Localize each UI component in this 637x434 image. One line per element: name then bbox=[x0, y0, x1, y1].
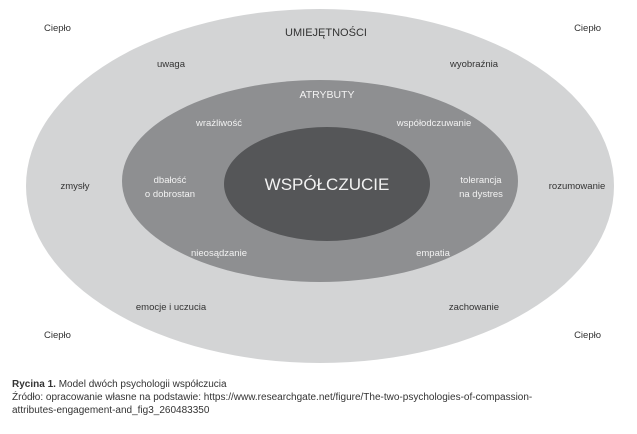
corner-label: Ciepło bbox=[44, 330, 71, 341]
caption-label: Rycina 1. bbox=[12, 379, 56, 390]
attributes-title: ATRYBUTY bbox=[299, 89, 354, 101]
skill-item: zmysły bbox=[60, 181, 89, 192]
core-label: WSPÓŁCZUCIE bbox=[265, 175, 390, 194]
attribute-item: dbałość bbox=[154, 175, 187, 186]
skill-item: zachowanie bbox=[449, 302, 499, 313]
attribute-item: na dystres bbox=[459, 189, 503, 200]
core-ellipse bbox=[224, 127, 430, 241]
skill-item: emocje i uczucia bbox=[136, 302, 207, 313]
attribute-item: wrażliwość bbox=[195, 118, 242, 129]
caption-source: Źródło: opracowanie własne na podstawie:… bbox=[12, 392, 533, 403]
attribute-item: współodczuwanie bbox=[396, 118, 471, 129]
caption-title: Model dwóch psychologii współczucia bbox=[58, 379, 227, 390]
attribute-item: tolerancja bbox=[460, 175, 502, 186]
skill-item: wyobraźnia bbox=[449, 59, 499, 70]
attribute-item: o dobrostan bbox=[145, 189, 195, 200]
attribute-item: empatia bbox=[416, 248, 451, 259]
attribute-item: nieosądzanie bbox=[191, 248, 247, 259]
skill-item: uwaga bbox=[157, 59, 186, 70]
figure-caption: Rycina 1. Model dwóch psychologii współc… bbox=[12, 378, 627, 417]
corner-label: Ciepło bbox=[574, 330, 601, 341]
skill-item: rozumowanie bbox=[549, 181, 606, 192]
compassion-diagram: Ciepło Ciepło Ciepło Ciepło UMIEJĘTNOŚCI… bbox=[26, 9, 614, 363]
skills-title: UMIEJĘTNOŚCI bbox=[285, 26, 367, 39]
corner-label: Ciepło bbox=[44, 23, 71, 34]
corner-label: Ciepło bbox=[574, 23, 601, 34]
caption-source-cont: attributes-engagement-and_fig3_260483350 bbox=[12, 405, 210, 416]
